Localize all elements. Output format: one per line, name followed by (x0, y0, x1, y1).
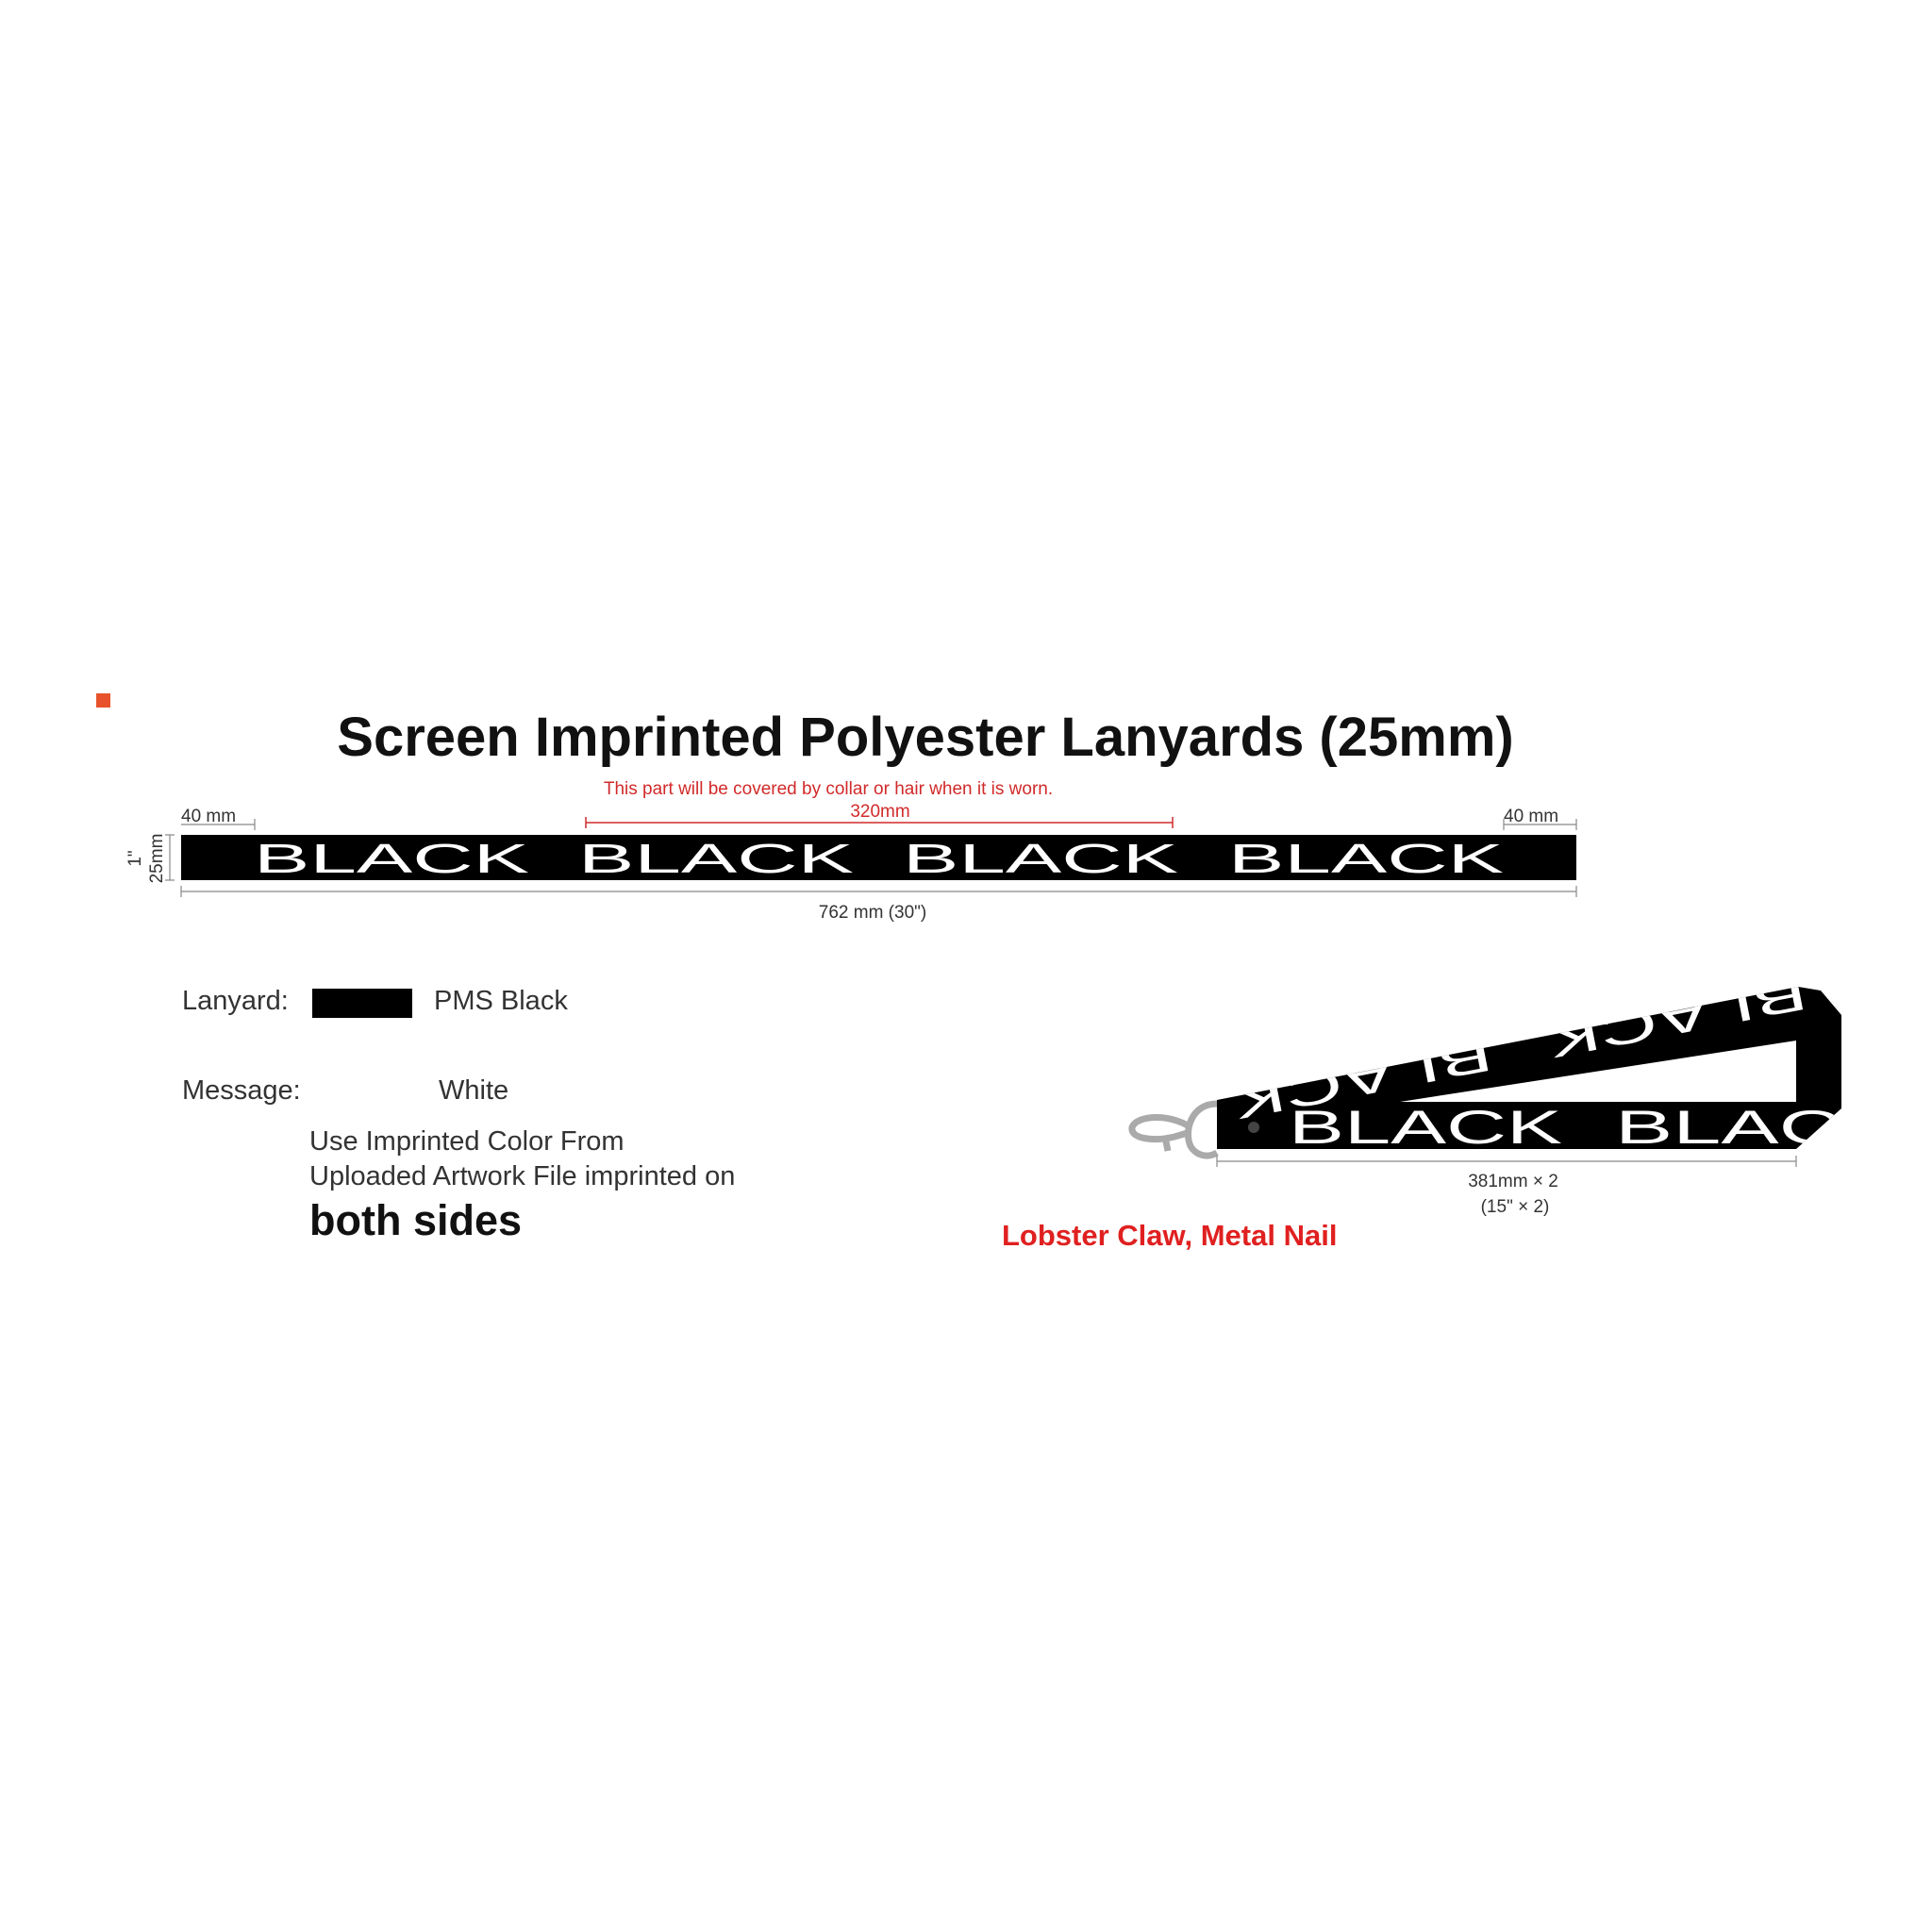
imprint-text-partial: BLAC (1615, 1101, 1841, 1154)
half-length-dimension-line (1216, 1156, 1797, 1167)
instructions-line-1: Use Imprinted Color From (309, 1126, 625, 1157)
half-length-label: 381mm × 2 (1468, 1172, 1558, 1191)
half-length-inch-label: (15" × 2) (1481, 1197, 1550, 1217)
imprint-text: BLACK (1228, 836, 1504, 882)
instructions-line-2: Uploaded Artwork File imprinted on (309, 1161, 736, 1191)
imprint-text: BLACK (578, 836, 854, 882)
collar-dimension-label: 320mm (850, 802, 909, 822)
lobster-claw-icon (1128, 1100, 1219, 1159)
attachment-label: Lobster Claw, Metal Nail (1002, 1219, 1338, 1252)
instructions-emphasis: both sides (309, 1196, 523, 1244)
lanyard-strap-flat (181, 835, 1576, 880)
imprint-text-group: BLACK BLACK BLACK BLACK (254, 836, 1504, 882)
collar-note: This part will be covered by collar or h… (603, 779, 1054, 799)
width-inch-label: 1" (125, 850, 145, 866)
lanyard-strap-folded (1217, 987, 1841, 1149)
lanyard-color: PMS Black (434, 986, 568, 1016)
width-mm-label: 25mm (147, 834, 167, 884)
imprint-text: BLACK (1289, 1101, 1562, 1154)
end-dimension-right: 40 mm (1504, 807, 1558, 826)
total-length-label: 762 mm (30") (819, 903, 926, 923)
lanyard-color-swatch (312, 989, 412, 1018)
end-dimension-left: 40 mm (181, 807, 236, 826)
imprint-text: BLACK (903, 836, 1178, 882)
marker-square (96, 693, 110, 708)
total-dimension-line (180, 886, 1577, 897)
collar-dimension-line (585, 817, 1174, 828)
imprint-text: BLACK (254, 836, 529, 882)
message-color: White (439, 1075, 509, 1106)
lanyard-label: Lanyard: (182, 986, 289, 1016)
metal-nail-icon (1248, 1122, 1259, 1133)
page-title: Screen Imprinted Polyester Lanyards (25m… (337, 707, 1514, 768)
message-label: Message: (182, 1075, 301, 1106)
